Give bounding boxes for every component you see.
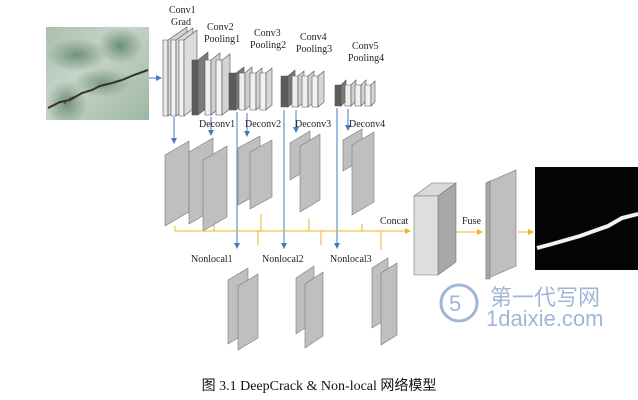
conv4-block — [281, 70, 324, 107]
output-crack-line — [537, 214, 638, 248]
nonlocal1-label: Nonlocal1 — [191, 254, 233, 265]
watermark-url: 1daixie.com — [486, 306, 603, 332]
fuse-block — [486, 170, 516, 279]
concat-block — [414, 183, 456, 275]
watermark-logo-icon: 5 — [438, 282, 480, 324]
pooling3-label: Pooling3 — [296, 44, 332, 55]
conv5-label: Conv5 — [352, 41, 379, 52]
nonlocal2-label: Nonlocal2 — [262, 254, 304, 265]
pooling4-label: Pooling4 — [348, 53, 384, 64]
deconv-maps — [165, 129, 374, 231]
conv3-block — [229, 67, 272, 110]
conv2-block — [192, 52, 230, 115]
conv1-label: Conv1 — [169, 5, 196, 16]
nonlocal3-label: Nonlocal3 — [330, 254, 372, 265]
conv5-block — [335, 80, 375, 106]
grad-label: Grad — [171, 17, 191, 28]
conv3-label: Conv3 — [254, 28, 281, 39]
fuse-label: Fuse — [462, 216, 481, 227]
concat-label: Concat — [380, 216, 408, 227]
input-crack-line — [48, 70, 148, 108]
svg-text:5: 5 — [449, 291, 461, 316]
deconv1-label: Deconv1 — [199, 119, 235, 130]
pooling2-label: Pooling2 — [250, 40, 286, 51]
deconv4-label: Deconv4 — [349, 119, 385, 130]
figure-caption: 图 3.1 DeepCrack & Non-local 网络模型 — [0, 375, 638, 395]
nonlocal-maps — [228, 258, 397, 350]
deconv3-label: Deconv3 — [295, 119, 331, 130]
conv2-label: Conv2 — [207, 22, 234, 33]
deconv2-label: Deconv2 — [245, 119, 281, 130]
pooling1-label: Pooling1 — [204, 34, 240, 45]
conv4-label: Conv4 — [300, 32, 327, 43]
